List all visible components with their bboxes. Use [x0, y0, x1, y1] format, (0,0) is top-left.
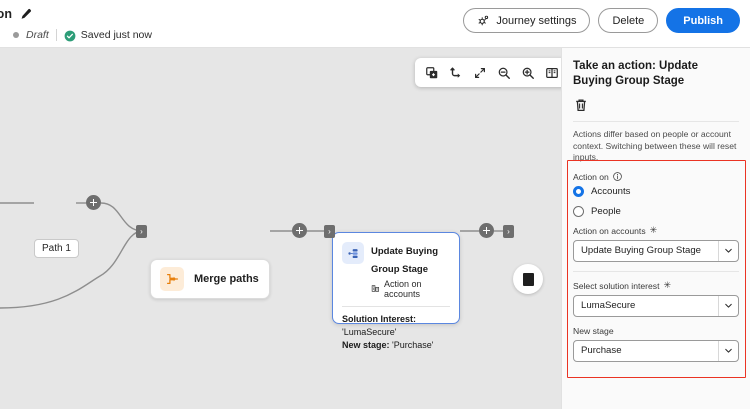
merge-node-label: Merge paths: [194, 273, 259, 285]
detail-key-solution-interest: Solution Interest:: [342, 314, 416, 324]
trash-icon[interactable]: [573, 97, 589, 113]
panel-header-divider: [573, 121, 739, 122]
node-update-buying-group-stage[interactable]: Update Buying Group Stage Action on acco…: [332, 232, 460, 350]
canvas-toolbar: [415, 58, 561, 87]
new-stage-label-row: New stage: [573, 326, 739, 336]
journey-canvas[interactable]: Path 1 › Merge paths ›: [0, 48, 561, 409]
journey-title-row: sion: [0, 7, 32, 21]
required-asterisk-1: ✳: [649, 225, 658, 235]
solution-interest-label: Select solution interest: [573, 280, 660, 291]
journey-status-row: Draft Saved just now: [8, 29, 152, 42]
topbar-actions: Journey settings Delete Publish: [463, 8, 740, 33]
fit-to-screen-icon[interactable]: [468, 61, 492, 85]
radio-people[interactable]: People: [573, 205, 739, 217]
top-bar: sion Draft Saved just now Journey settin: [0, 0, 750, 48]
action-node-header: Update Buying Group Stage Action on acco…: [342, 241, 450, 299]
zoom-in-icon[interactable]: [516, 61, 540, 85]
detail-key-new-stage: New stage:: [342, 340, 390, 350]
page-title: sion: [0, 7, 13, 21]
duplicate-icon[interactable]: [420, 61, 444, 85]
journey-settings-button[interactable]: Journey settings: [463, 8, 591, 33]
node-merge-paths[interactable]: Merge paths: [150, 259, 270, 299]
action-node-subtitle-row: Action on accounts: [371, 279, 450, 299]
map-overview-icon[interactable]: [540, 61, 561, 85]
chevron-down-icon-1[interactable]: [718, 240, 738, 261]
action-node-divider: [342, 306, 450, 307]
add-step-button-3[interactable]: [479, 223, 494, 238]
detail-value-solution-interest: 'LumaSecure': [342, 327, 397, 337]
info-icon[interactable]: [613, 172, 622, 181]
action-node-detail-new-stage: New stage: 'Purchase': [342, 339, 450, 352]
action-node-title: Update Buying Group Stage: [371, 246, 439, 275]
action-on-label: Action on: [573, 171, 609, 182]
accounts-icon: [371, 280, 380, 298]
required-asterisk-2: ✳: [663, 280, 672, 290]
radio-accounts-label: Accounts: [591, 185, 631, 197]
action-on-group: Action on Accounts People Action on acco…: [562, 172, 750, 362]
draft-dot-icon: [13, 32, 19, 38]
delete-button[interactable]: Delete: [598, 8, 659, 33]
action-settings-panel: Take an action: Update Buying Group Stag…: [561, 48, 750, 409]
edge-chevron-2[interactable]: ›: [324, 225, 335, 238]
radio-people-label: People: [591, 205, 621, 217]
end-square-icon: [522, 272, 534, 286]
highlight-box: [567, 160, 746, 378]
add-step-button-1[interactable]: [86, 195, 101, 210]
action-on-label-row: Action on: [573, 172, 739, 182]
chevron-down-icon-3[interactable]: [718, 340, 738, 361]
radio-people-control[interactable]: [573, 205, 584, 217]
action-node-icon: [342, 242, 364, 264]
action-node-subtitle: Action on accounts: [384, 279, 422, 299]
status-divider: [55, 29, 57, 41]
merge-paths-icon: [160, 267, 184, 291]
saved-indicator: Saved just now: [64, 29, 152, 42]
panel-title: Take an action: Update Buying Group Stag…: [573, 60, 699, 87]
edge-chevron-1[interactable]: ›: [136, 225, 147, 238]
panel-description: Actions differ based on people or accoun…: [573, 129, 737, 162]
chevron-down-icon-2[interactable]: [718, 295, 738, 316]
solution-interest-label-row: Select solution interest ✳: [573, 281, 739, 291]
add-step-button-2[interactable]: [292, 223, 307, 238]
panel-section-divider: [573, 270, 739, 272]
action-on-accounts-label-row: Action on accounts ✳: [573, 226, 739, 236]
journey-settings-label: Journey settings: [496, 14, 577, 27]
zoom-out-icon[interactable]: [492, 61, 516, 85]
action-on-accounts-label: Action on accounts: [573, 225, 646, 236]
action-on-accounts-select[interactable]: Update Buying Group Stage: [573, 239, 739, 262]
solution-interest-select[interactable]: LumaSecure: [573, 294, 739, 317]
publish-button[interactable]: Publish: [666, 8, 740, 33]
new-stage-label: New stage: [573, 325, 614, 336]
gear-icon: [477, 14, 490, 27]
status-badge: Draft: [26, 29, 49, 41]
node-journey-end[interactable]: [513, 264, 543, 294]
detail-value-new-stage: 'Purchase': [392, 340, 434, 350]
radio-accounts-control[interactable]: [573, 185, 584, 197]
pencil-icon[interactable]: [19, 8, 32, 21]
check-circle-icon: [64, 29, 76, 42]
canvas-edges: [0, 202, 505, 309]
action-node-detail-solution-interest: Solution Interest: 'LumaSecure': [342, 313, 450, 339]
path-label-1[interactable]: Path 1: [34, 239, 79, 258]
saved-text: Saved just now: [80, 29, 152, 41]
edge-chevron-3[interactable]: ›: [503, 225, 514, 238]
new-stage-select[interactable]: Purchase: [573, 339, 739, 362]
radio-accounts[interactable]: Accounts: [573, 185, 739, 197]
panel-header: Take an action: Update Buying Group Stag…: [562, 48, 750, 122]
redo-arrow-icon[interactable]: [444, 61, 468, 85]
action-node-text: Update Buying Group Stage Action on acco…: [371, 241, 450, 299]
